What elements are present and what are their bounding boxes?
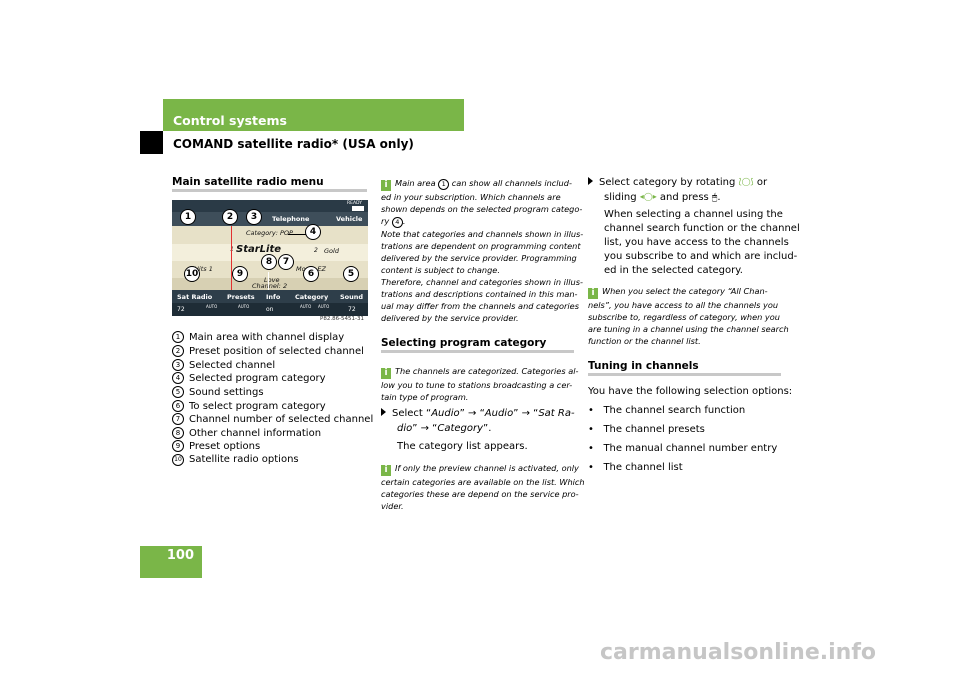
- list-item: • The channel search function: [588, 405, 746, 416]
- channel-name: Hits 1: [194, 265, 213, 273]
- screen-channel-number: Channel: 2: [252, 282, 288, 290]
- satellite-radio-screen-figure: READY Telephone Vehicle Category: POP 1 …: [172, 200, 368, 316]
- section-title-program-category: Selecting program category: [381, 337, 547, 349]
- section-rule: [588, 373, 781, 376]
- callout-10: 10: [184, 266, 200, 282]
- step-select-category-cont: dio” → “Category”.: [397, 423, 492, 434]
- step-arrow-icon: [381, 408, 386, 416]
- callout-3: 3: [246, 209, 262, 225]
- list-item: • The channel presets: [588, 424, 705, 435]
- info-icon: i: [381, 368, 391, 379]
- tuning-intro: You have the following selection options…: [588, 386, 793, 397]
- page-subtitle: COMAND satellite radio* (USA only): [173, 137, 414, 151]
- section-rule: [172, 189, 367, 192]
- callout-2: 2: [222, 209, 238, 225]
- selected-channel-name: StarLite: [236, 244, 282, 255]
- info-icon: i: [381, 465, 391, 476]
- step-rotate-slide-cont: sliding ◂◯▸ and press 🖱.: [604, 192, 721, 203]
- info-icon: i: [588, 288, 598, 299]
- menu-presets: Presets: [227, 293, 255, 301]
- menu-category: Category: [295, 293, 329, 301]
- callout-6: 6: [303, 266, 319, 282]
- callout-7: 7: [278, 254, 294, 270]
- callout-8: 8: [261, 254, 277, 270]
- auto-label: AUTO: [238, 304, 250, 309]
- slide-controller-icon: ◂◯▸: [639, 192, 657, 201]
- header-band: [163, 99, 464, 131]
- section-title-main-menu: Main satellite radio menu: [172, 176, 324, 188]
- menu-info: Info: [266, 293, 281, 301]
- screen-category: Category: POP: [246, 229, 293, 237]
- paragraph-channel-access: When selecting a channel using the chann…: [604, 209, 800, 276]
- climate-on: on: [266, 306, 274, 313]
- step-arrow-icon: [588, 177, 593, 185]
- watermark: carmanualsonline.info: [600, 640, 876, 665]
- section-title-tuning: Tuning in channels: [588, 360, 699, 372]
- callout-4: 4: [305, 224, 321, 240]
- page-title: Control systems: [173, 113, 287, 128]
- signal-strength-icon: [352, 206, 364, 211]
- callout-9: 9: [232, 266, 248, 282]
- menu-sat-radio: Sat Radio: [177, 293, 213, 301]
- auto-label: AUTO: [318, 304, 330, 309]
- screen-menu-bar: Sat Radio Presets Info Category Sound: [172, 290, 368, 303]
- auto-label: AUTO: [206, 304, 218, 309]
- callout-line: [268, 272, 269, 290]
- screen-row: Category: POP: [172, 226, 368, 244]
- channel-name: Love: [264, 276, 280, 284]
- tab-vehicle: Vehicle: [336, 215, 363, 223]
- screen-climate-bar: 72 AUTO AUTO on AUTO AUTO 72: [172, 303, 368, 316]
- rotate-controller-icon: ⟅◯⟆: [738, 177, 754, 186]
- step-result: The category list appears.: [397, 441, 528, 452]
- section-rule: [381, 350, 574, 353]
- temp-right: 72: [348, 306, 356, 313]
- page-number-band: [140, 546, 202, 578]
- channel-name: Gold: [324, 247, 339, 255]
- screen-tabs: Telephone Vehicle: [172, 212, 368, 226]
- screen-status-top: READY: [172, 200, 368, 212]
- info-icon: i: [381, 180, 391, 191]
- header-marker: [140, 131, 163, 154]
- callout-5: 5: [343, 266, 359, 282]
- figure-id: P82.86-5451-31: [320, 316, 365, 322]
- press-controller-icon: 🖱: [711, 193, 718, 203]
- tab-telephone: Telephone: [272, 215, 310, 223]
- step-rotate-slide: Select category by rotating ⟅◯⟆ or: [588, 175, 767, 190]
- step-select-category: Select “Audio” → “Audio” → “Sat Ra-: [381, 407, 575, 421]
- callout-line: [288, 234, 314, 235]
- temp-left: 72: [177, 306, 185, 313]
- callout-1: 1: [180, 209, 196, 225]
- ready-label: READY: [346, 201, 362, 206]
- auto-label: AUTO: [300, 304, 312, 309]
- callout-line: [231, 226, 232, 290]
- page-number: 100: [166, 548, 194, 563]
- list-item: • The manual channel number entry: [588, 443, 778, 454]
- screen-row: Love Channel: 2: [172, 276, 368, 290]
- menu-sound: Sound: [340, 293, 364, 301]
- list-item: • The channel list: [588, 462, 683, 473]
